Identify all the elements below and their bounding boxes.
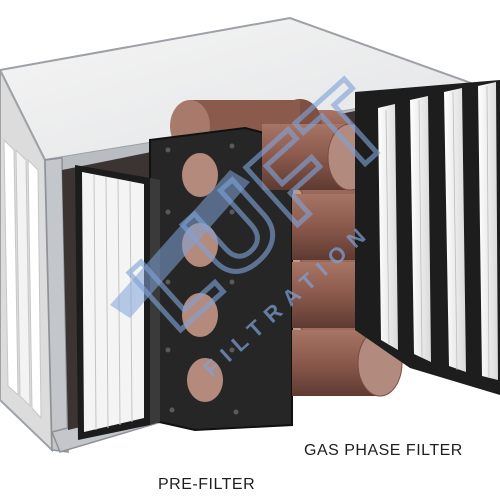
housing-front-post (44, 157, 69, 453)
v-bank-filter (355, 80, 500, 395)
pre-filter-label: PRE-FILTER (158, 476, 256, 493)
luft-watermark-logo (110, 170, 250, 318)
housing-left-pleats (3, 138, 42, 420)
tube-sheet-bolts (165, 143, 239, 415)
gas-phase-filter-label: GAS PHASE FILTER (304, 442, 463, 459)
